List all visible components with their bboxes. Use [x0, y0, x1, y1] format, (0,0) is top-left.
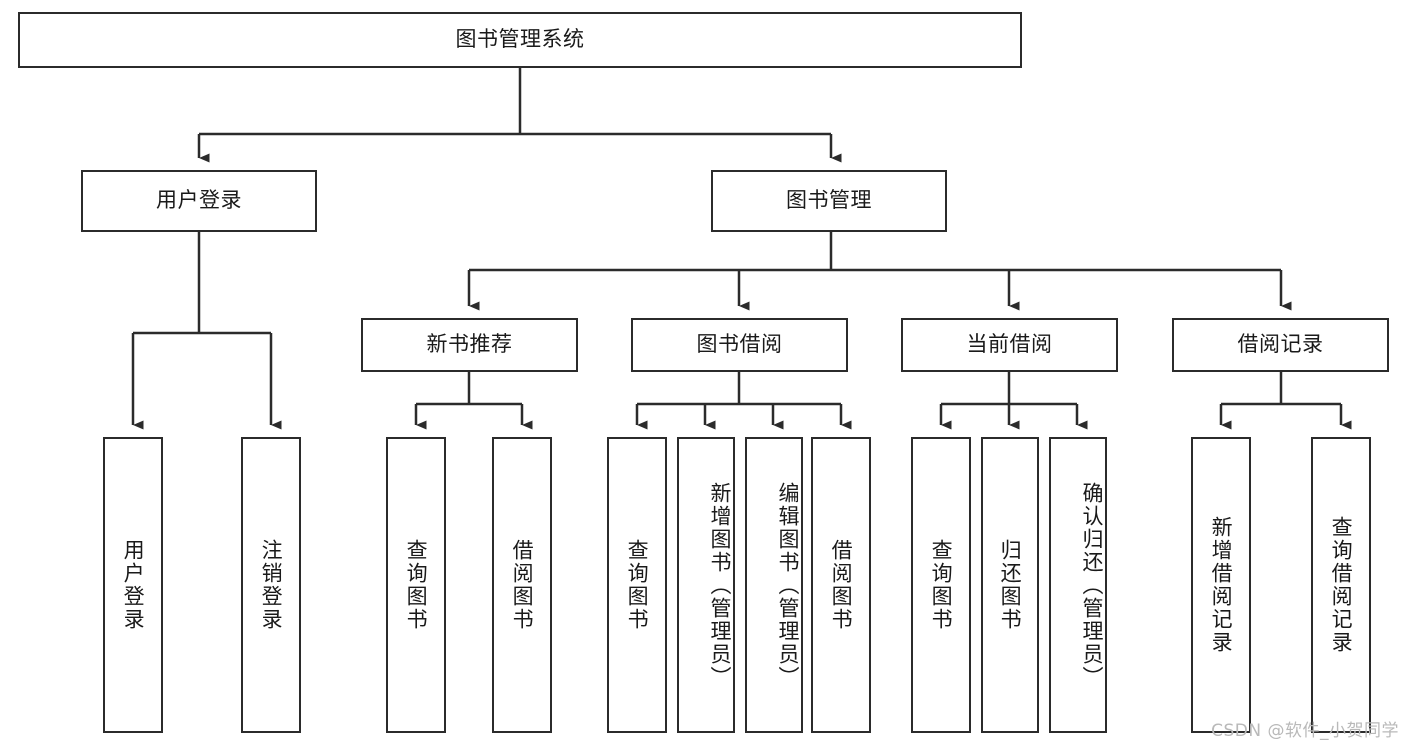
- node-borrow-record-label: 借阅记录: [1237, 332, 1324, 357]
- node-leaf-query-book-1[interactable]: 查询图书: [386, 437, 446, 733]
- node-leaf-return-book[interactable]: 归还图书: [981, 437, 1039, 733]
- node-leaf-logout-label: 注销登录: [259, 539, 284, 631]
- node-leaf-borrow-book-1[interactable]: 借阅图书: [492, 437, 552, 733]
- node-leaf-add-book-label: 新增图书（管理员）: [708, 481, 732, 689]
- node-book-borrow[interactable]: 图书借阅: [631, 318, 848, 372]
- node-leaf-confirm-return[interactable]: 确认归还（管理员）: [1049, 437, 1107, 733]
- node-leaf-return-book-label: 归还图书: [998, 539, 1023, 631]
- node-new-book-rec-label: 新书推荐: [426, 332, 513, 357]
- node-leaf-user-login-label: 用户登录: [121, 539, 146, 631]
- node-leaf-add-record-label: 新增借阅记录: [1209, 516, 1234, 654]
- node-leaf-query-book-1-label: 查询图书: [404, 539, 429, 631]
- node-borrow-record[interactable]: 借阅记录: [1172, 318, 1389, 372]
- node-user-login[interactable]: 用户登录: [81, 170, 317, 232]
- node-leaf-query-record[interactable]: 查询借阅记录: [1311, 437, 1371, 733]
- node-leaf-logout[interactable]: 注销登录: [241, 437, 301, 733]
- node-current-borrow-label: 当前借阅: [966, 332, 1053, 357]
- node-root[interactable]: 图书管理系统: [18, 12, 1022, 68]
- node-leaf-edit-book-label: 编辑图书（管理员）: [776, 481, 800, 689]
- node-book-borrow-label: 图书借阅: [696, 332, 783, 357]
- node-leaf-edit-book[interactable]: 编辑图书（管理员）: [745, 437, 803, 733]
- node-current-borrow[interactable]: 当前借阅: [901, 318, 1118, 372]
- node-root-label: 图书管理系统: [455, 27, 585, 52]
- node-leaf-add-book[interactable]: 新增图书（管理员）: [677, 437, 735, 733]
- node-book-manage[interactable]: 图书管理: [711, 170, 947, 232]
- node-user-login-label: 用户登录: [156, 188, 242, 213]
- node-leaf-borrow-book-2[interactable]: 借阅图书: [811, 437, 871, 733]
- node-leaf-query-book-3[interactable]: 查询图书: [911, 437, 971, 733]
- node-leaf-query-book-3-label: 查询图书: [929, 539, 954, 631]
- node-leaf-query-book-2[interactable]: 查询图书: [607, 437, 667, 733]
- node-leaf-query-record-label: 查询借阅记录: [1329, 516, 1354, 654]
- node-leaf-user-login[interactable]: 用户登录: [103, 437, 163, 733]
- node-leaf-borrow-book-1-label: 借阅图书: [510, 539, 535, 631]
- node-leaf-query-book-2-label: 查询图书: [625, 539, 650, 631]
- node-new-book-rec[interactable]: 新书推荐: [361, 318, 578, 372]
- node-book-manage-label: 图书管理: [786, 188, 872, 213]
- node-leaf-add-record[interactable]: 新增借阅记录: [1191, 437, 1251, 733]
- node-leaf-confirm-return-label: 确认归还（管理员）: [1080, 481, 1104, 689]
- node-leaf-borrow-book-2-label: 借阅图书: [829, 539, 854, 631]
